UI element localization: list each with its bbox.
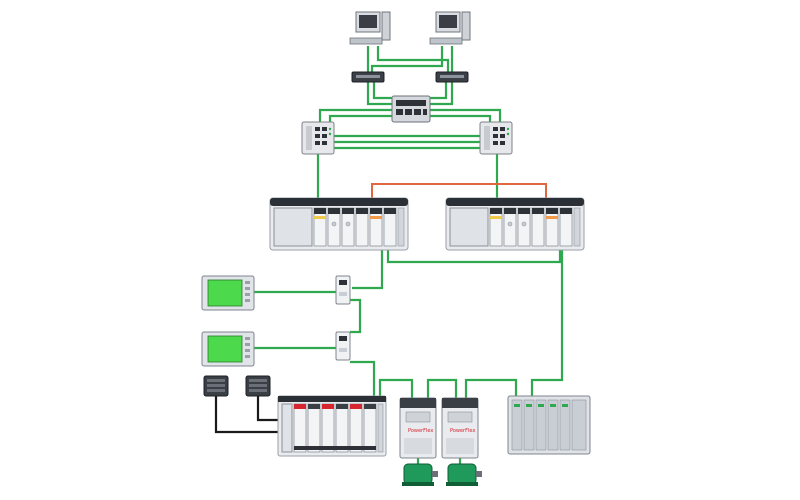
link-core-stratix2-b [424,114,492,124]
link-core-stratix2 [430,108,502,124]
workstation-1 [349,11,391,45]
io-modules [313,207,405,247]
monitor-screen [439,15,457,28]
hmi-panel-1 [201,275,255,311]
tower [381,11,391,41]
link-drive2-pointio [464,378,518,398]
motor-2 [446,463,482,486]
io-modules [293,403,384,453]
workstation-2 [429,11,471,45]
link-switch2-core [430,82,454,106]
powerflex-drive-2: PowerFlex [441,397,479,459]
link-controller2-pointio [530,250,564,398]
power-supply [273,207,313,247]
link-ws2-ws1-cross [370,46,444,72]
core-switch [391,95,431,123]
network-tap-1 [335,275,351,305]
link-controller-bus [386,250,562,264]
link-switch1-core [366,82,392,106]
link-drive1-drive2 [426,378,458,398]
link-remoteio-drive1 [378,378,414,398]
stratix-switch-2 [479,121,513,155]
hmi-panel-2 [201,331,255,367]
link-tap2-remoteio [350,360,376,398]
power-supply [449,207,489,247]
tower [461,11,471,41]
cable-ioblock1-remoteio [214,396,280,434]
redundancy-link [371,183,547,200]
link-switch2-core-b [430,82,448,100]
link-switch1-core-b [372,82,392,100]
cable-ioblock2-remoteio [256,396,280,422]
link-controller1-tap1 [352,250,384,290]
motor-1 [402,463,438,486]
network-wires [214,46,564,464]
io-block-2 [245,375,271,397]
remote-io-chassis [277,395,387,457]
drive-brand-label: PowerFlex [408,428,433,434]
switch-1 [351,71,385,83]
link-tap1-tap2 [350,298,362,334]
drive-brand-label: PowerFlex [450,428,475,434]
controller-chassis-2 [445,197,585,251]
io-block-1 [203,375,229,397]
link-ws1-ws2-cross [376,46,450,72]
link-core-stratix1 [318,108,392,124]
io-modules [489,207,581,247]
switch-2 [435,71,469,83]
keyboard [349,37,383,45]
point-io-rack [507,395,591,455]
link-core-stratix1-b [328,114,398,124]
network-tap-2 [335,331,351,361]
hmi-screen [207,335,243,363]
powerflex-drive-1: PowerFlex [399,397,437,459]
stratix-switch-1 [301,121,335,155]
keyboard [429,37,463,45]
controller-chassis-1 [269,197,409,251]
point-io-modules [511,399,587,451]
hmi-screen [207,279,243,307]
monitor-screen [359,15,377,28]
